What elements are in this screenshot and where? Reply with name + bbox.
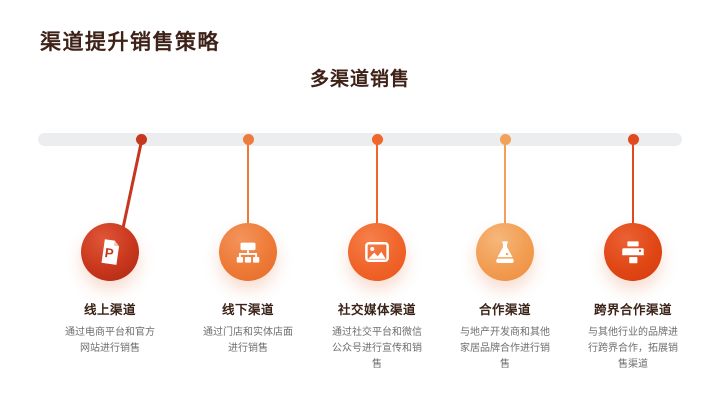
connector-line — [631, 143, 635, 224]
channel-description: 与其他行业的品牌进行跨界合作，拓展销售渠道 — [588, 327, 678, 370]
connector-line — [121, 140, 143, 229]
timeline-dot — [242, 134, 254, 145]
page-title: 渠道提升销售策略 — [40, 31, 220, 54]
channel-description: 通过门店和实体店面进行销售 — [203, 327, 293, 354]
channel-title: 线上渠道 — [83, 303, 136, 317]
channel-description: 与地产开发商和其他家居品牌合作进行销售 — [460, 327, 550, 370]
channel-bubble: P — [81, 223, 139, 281]
channel-text: 线下渠道 通过门店和实体店面进行销售 — [183, 299, 313, 357]
channel-text: 线上渠道 通过电商平台和官方网站进行销售 — [45, 299, 175, 357]
slide-subtitle: 多渠道销售 — [309, 69, 410, 90]
channel-title: 社交媒体渠道 — [337, 303, 416, 317]
image-icon — [362, 237, 392, 267]
channel-description: 通过电商平台和官方网站进行销售 — [65, 327, 155, 354]
connector-line — [246, 143, 250, 224]
channel-bubble — [476, 223, 534, 281]
printer-icon — [618, 237, 648, 267]
svg-text:P: P — [104, 245, 115, 261]
channel-bubble — [348, 223, 406, 281]
connector-line — [503, 143, 507, 224]
channel-title: 跨界合作渠道 — [593, 303, 672, 317]
timeline-dot — [371, 134, 383, 145]
ppt-file-icon: P — [95, 237, 125, 267]
channel-title: 线下渠道 — [221, 303, 274, 317]
timeline-dot — [135, 134, 147, 145]
channel-bubble — [604, 223, 662, 281]
connector-line — [375, 143, 379, 224]
timeline-dot — [499, 134, 511, 145]
channel-title: 合作渠道 — [478, 303, 531, 317]
timeline-bar — [38, 133, 682, 146]
sitemap-icon — [233, 237, 263, 267]
channel-text: 合作渠道 与地产开发商和其他家居品牌合作进行销售 — [440, 299, 570, 373]
channel-description: 通过社交平台和微信公众号进行宣传和销售 — [332, 327, 422, 370]
channel-text: 社交媒体渠道 通过社交平台和微信公众号进行宣传和销售 — [312, 299, 442, 373]
timeline-dot — [627, 134, 639, 145]
flask-icon — [490, 237, 520, 267]
channel-bubble — [219, 223, 277, 281]
channel-text: 跨界合作渠道 与其他行业的品牌进行跨界合作，拓展销售渠道 — [568, 299, 698, 373]
